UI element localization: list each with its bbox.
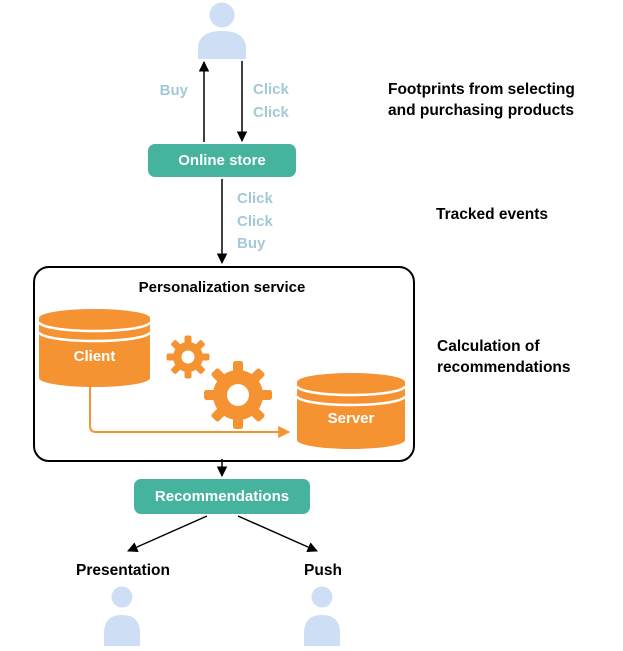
user-head [209, 2, 235, 28]
user-icon-presentation [104, 586, 140, 646]
user-body [304, 615, 340, 646]
user-icon-push [304, 586, 340, 646]
arrow-to-presentation [127, 515, 208, 552]
arrow-to-push [237, 515, 318, 552]
gear-icon-large [204, 361, 272, 429]
server-database-icon: Server [296, 373, 406, 449]
server-db-label: Server [328, 410, 375, 427]
cylinder-stripe [296, 395, 406, 407]
presentation-caption: Presentation [76, 562, 170, 579]
cylinder-stripe [296, 385, 406, 397]
click-click-edge-label: Click Click [253, 81, 289, 121]
user-body [198, 31, 246, 59]
client-database-icon: Client [38, 309, 151, 387]
footprints-annotation: Footprints from selecting and purchasing… [388, 81, 575, 119]
gear-icon-small [166, 335, 210, 379]
user-icon [198, 2, 246, 59]
client-db-label: Client [74, 348, 116, 365]
cylinder-body [297, 373, 405, 449]
buy-edge-label: Buy [159, 82, 188, 99]
click-click-buy-edge-label: Click Click Buy [237, 190, 273, 252]
push-caption: Push [304, 562, 342, 579]
tracked-events-annotation: Tracked events [436, 206, 549, 223]
user-head [111, 586, 133, 608]
recommendations-node: Recommendations [134, 479, 310, 514]
cylinder-body [39, 309, 150, 387]
cylinder-stripe [38, 321, 151, 333]
personalization-service-title: Personalization service [138, 279, 306, 296]
online-store-node: Online store [148, 144, 296, 177]
cylinder-stripe [38, 331, 151, 343]
user-body [104, 615, 140, 646]
user-head [311, 586, 333, 608]
calculation-annotation: Calculation of recommendations [437, 338, 571, 376]
